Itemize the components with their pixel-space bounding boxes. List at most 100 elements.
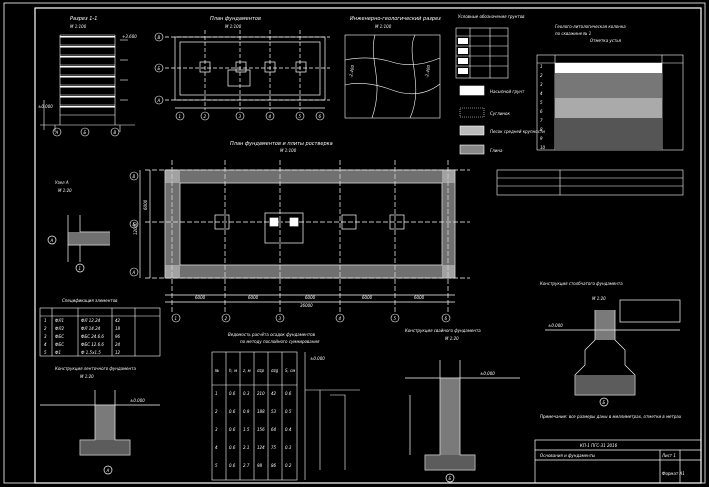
title-block[interactable]: КП-1 ПГС-31 2016 Основания и фундаменты … [534, 439, 702, 484]
legend-item: Глина [490, 148, 503, 153]
soil-legend[interactable]: Условные обозначения грунтов Насыпной гр… [455, 14, 545, 155]
table-header: σzp [257, 368, 265, 373]
section-1-1[interactable]: Разрез 1-1 М 1:100 [38, 16, 137, 137]
axis-label: Б [449, 476, 452, 481]
axis-bubble [52, 127, 62, 137]
table-cell: 42 [271, 391, 277, 396]
detail-right-scale: М 1:20 [592, 296, 606, 301]
stamp-format: Формат А1 [662, 471, 685, 476]
column-layer [555, 98, 662, 118]
dimension: 6000 [195, 295, 206, 300]
settlement-table[interactable]: Ведомость расчёта осадок фундаментов по … [211, 332, 360, 481]
table-cell: 156 [257, 427, 265, 432]
spec-cell: 96 [115, 334, 121, 339]
table-cell: 0.4 [285, 427, 292, 432]
spec-cell: 3 [44, 334, 47, 339]
axis-label: 6 [319, 114, 322, 119]
axis-bubble [80, 127, 90, 137]
table-cell: 5 [215, 463, 218, 468]
table-cell: 0.6 [229, 463, 236, 468]
spec-cell: ФЛ2 [55, 326, 64, 331]
table-cell: 0.6 [229, 445, 236, 450]
note-text: Примечание: все размеры даны в миллиметр… [540, 414, 682, 419]
foundation-plan-title: План фундаментов [210, 16, 261, 22]
detail-column-foundation[interactable]: Конструкция столбчатого фундамента М 1:2… [540, 281, 682, 419]
table-cell: 0.5 [285, 409, 292, 414]
column-meta: Отметка устья [590, 38, 622, 43]
table-cell: 98 [257, 463, 263, 468]
dimension: 6000 [414, 295, 425, 300]
spec-cell: ФБС 12.6.6 [81, 342, 104, 347]
dimension: 6000 [305, 295, 316, 300]
column-layer [555, 118, 662, 150]
elevation-mark: +3.600 [122, 34, 137, 39]
column-depth: 7 [540, 118, 543, 123]
spec-cell: Ф 1.5x1.5 [81, 350, 101, 355]
main-foundation-plan[interactable]: План фундаментов и плиты ростверка М 1:1… [129, 141, 470, 323]
spec-cell: ФБС [55, 334, 64, 339]
axis-label: 3 [279, 316, 282, 321]
inner-frame [34, 7, 702, 484]
spec-cell: 24 [115, 342, 121, 347]
elevation-mark: ±0.000 [130, 398, 145, 403]
table-cell: 1 [215, 391, 218, 396]
elevation-mark: ±0.000 [38, 104, 53, 109]
table-cell: 0.3 [285, 445, 292, 450]
geology-elevation: -2.400 [348, 64, 355, 78]
legend-item: Насыпной грунт [490, 89, 525, 94]
stamp-title: Основания и фундаменты [540, 453, 595, 458]
axis-label: 1 [79, 266, 82, 271]
spec-cell: ФБС [55, 342, 64, 347]
axis-label: 2 [204, 114, 207, 119]
main-plan-title: План фундаментов и плиты ростверка [230, 141, 333, 147]
axis-label: 1 [175, 316, 178, 321]
column-depth: 3 [540, 82, 543, 87]
stamp-sheet: Лист 1 [661, 453, 676, 458]
axis-label: А [50, 238, 54, 243]
table-cell: 0.9 [243, 409, 250, 414]
axis-label: 4 [339, 316, 342, 321]
column-depth: 2 [540, 73, 543, 78]
axis-label: 3 [239, 114, 242, 119]
column-layer [555, 63, 662, 73]
table-cell: 86 [271, 463, 277, 468]
legend-title: Условные обозначения грунтов [458, 14, 525, 19]
table-cell: 2.7 [243, 463, 250, 468]
axis-label: В [158, 35, 161, 40]
detail-strip-foundation[interactable]: Конструкция ленточного фундамента М 1:20… [40, 366, 160, 475]
spec-cell: Ф1 [55, 350, 61, 355]
legend-item: Песок средней крупности [490, 129, 545, 134]
foundation-plan-small[interactable]: План фундаментов М 1:100 В Б А 1 [154, 16, 330, 121]
table-cell: 0.6 [229, 391, 236, 396]
axis-label: Б [133, 222, 136, 227]
table-header: z, м [242, 368, 251, 373]
table-cell: 188 [257, 409, 265, 414]
detail-pile-foundation[interactable]: Конструкция свайного фундамента М 1:20 Б… [405, 328, 520, 483]
table-cell: 0.6 [229, 409, 236, 414]
table-cell: 64 [271, 427, 277, 432]
detail-node-a[interactable]: Узел А М 1:20 А 1 [47, 180, 110, 273]
spec-cell: 2 [44, 326, 47, 331]
detail-node-scale: М 1:20 [58, 188, 72, 193]
column-depth: 6 [540, 109, 543, 114]
section-1-1-title: Разрез 1-1 [70, 16, 97, 22]
table-header: S, см [285, 368, 295, 373]
table-cell: 1.5 [243, 427, 250, 432]
geological-column[interactable]: Геолого-литологическая колонка по скважи… [496, 24, 684, 196]
spec-cell: 4 [44, 342, 47, 347]
table-header: h, м [229, 368, 237, 373]
elevation-mark: ±0.000 [310, 356, 325, 361]
column-depth: 10 [540, 145, 546, 150]
spec-cell: ФЛ 12.24 [81, 318, 101, 323]
elevation-mark: ±0.000 [548, 323, 563, 328]
dimension: 6000 [248, 295, 259, 300]
axis-label: А [132, 270, 136, 275]
geology-section[interactable]: Инженерно-геологический разрез М 1:100 -… [344, 16, 441, 119]
detail-mid-title: Конструкция свайного фундамента [405, 328, 481, 333]
axis-label: А [157, 98, 161, 103]
stamp-code: КП-1 ПГС-31 2016 [580, 443, 618, 448]
table-cell: 53 [271, 409, 277, 414]
legend-item: Суглинок [490, 111, 510, 116]
